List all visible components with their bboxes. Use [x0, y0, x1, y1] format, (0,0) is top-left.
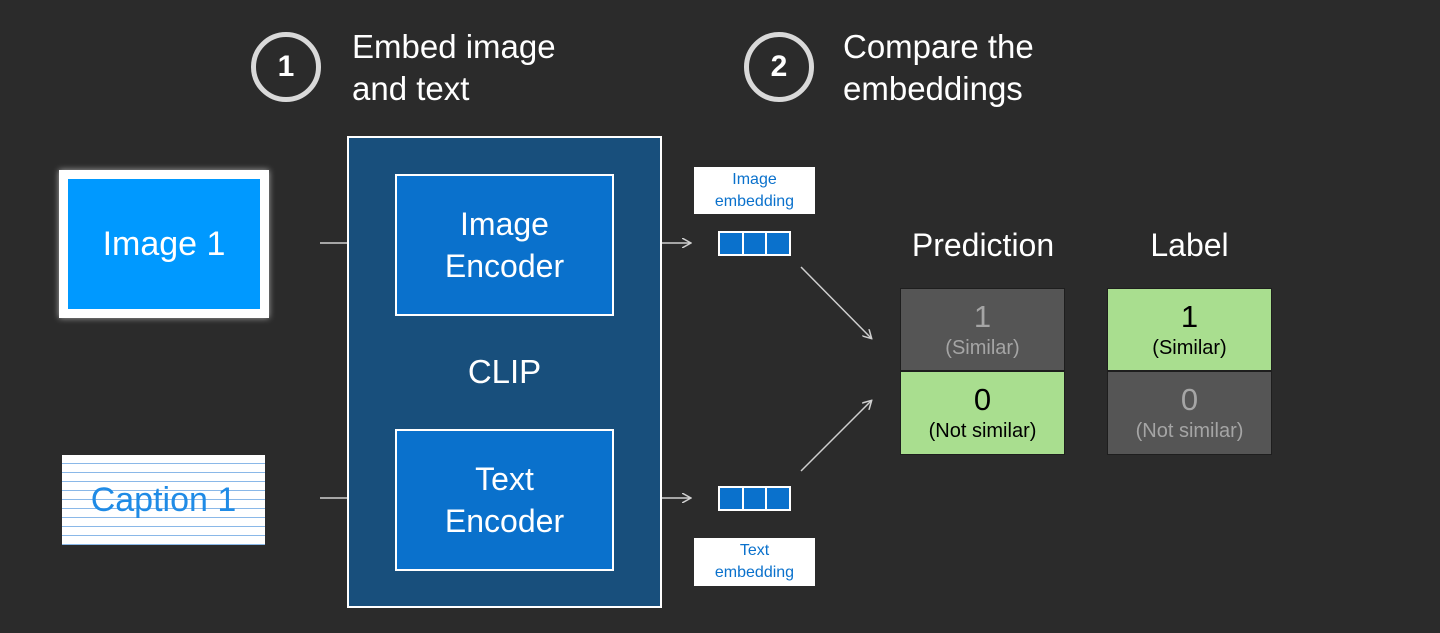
text-embedding-to-prediction-arrow — [800, 401, 871, 472]
image-embedding-to-prediction-arrow — [800, 266, 871, 338]
embedding-cell — [743, 233, 766, 254]
caption-input-card: Caption 1 — [62, 455, 265, 545]
image-embedding-vector — [718, 231, 791, 256]
label-cell-similar: 1 (Similar) — [1107, 288, 1272, 371]
text-embedding-line-1: Text — [739, 542, 770, 559]
text-encoder: Text Encoder — [395, 429, 614, 571]
step-1-line-1: Embed image — [352, 28, 556, 65]
label-table: 1 (Similar) 0 (Not similar) — [1107, 288, 1272, 455]
image-embedding-line-2: embedding — [714, 192, 795, 210]
embedding-cell — [767, 488, 790, 509]
prediction-cell-similar: 1 (Similar) — [900, 288, 1065, 371]
text-embedding-line-2: embedding — [714, 564, 795, 581]
label-similar-value: 1 — [1180, 298, 1199, 334]
image-encoder-line-2: Encoder — [444, 248, 565, 284]
step-2-line-1: Compare the — [843, 28, 1034, 65]
text-embedding-label: Text embedding — [694, 538, 815, 586]
step-2-text: Compare the embeddings — [843, 26, 1034, 110]
step-1-text: Embed image and text — [352, 26, 556, 110]
prediction-cell-not-similar: 0 (Not similar) — [900, 371, 1065, 455]
label-not-similar-value: 0 — [1180, 382, 1199, 417]
embedding-cell — [720, 233, 742, 254]
label-not-similar-desc: (Not similar) — [1135, 420, 1244, 442]
step-1-badge: 1 — [251, 32, 321, 102]
image-input-card: Image 1 — [59, 170, 269, 318]
clip-label: CLIP — [467, 353, 542, 390]
text-encoder-line-2: Encoder — [444, 503, 565, 539]
prediction-not-similar-value: 0 — [973, 382, 992, 417]
step-2-line-2: embeddings — [843, 70, 1023, 107]
label-cell-not-similar: 0 (Not similar) — [1107, 371, 1272, 455]
prediction-title: Prediction — [911, 227, 1055, 263]
image-encoder-line-1: Image — [460, 206, 549, 242]
prediction-not-similar-desc: (Not similar) — [928, 420, 1037, 442]
step-1-line-2: and text — [352, 70, 470, 107]
text-embedding-vector — [718, 486, 791, 511]
embedding-cell — [767, 233, 790, 254]
embedding-cell — [743, 488, 766, 509]
text-encoder-line-1: Text — [475, 461, 534, 497]
label-title: Label — [1150, 227, 1229, 263]
image-embedding-label: Image embedding — [694, 167, 815, 214]
image-encoder: Image Encoder — [395, 174, 614, 316]
embedding-cell — [720, 488, 742, 509]
caption-input-label: Caption 1 — [90, 480, 237, 519]
step-2-number: 2 — [770, 50, 788, 83]
prediction-similar-value: 1 — [973, 298, 992, 334]
step-2-badge: 2 — [744, 32, 814, 102]
image-input-label: Image 1 — [102, 224, 226, 263]
prediction-similar-desc: (Similar) — [945, 336, 1020, 359]
label-similar-desc: (Similar) — [1152, 336, 1227, 359]
image-embedding-line-1: Image — [732, 170, 777, 188]
prediction-table: 1 (Similar) 0 (Not similar) — [900, 288, 1065, 455]
step-1-number: 1 — [277, 50, 295, 83]
